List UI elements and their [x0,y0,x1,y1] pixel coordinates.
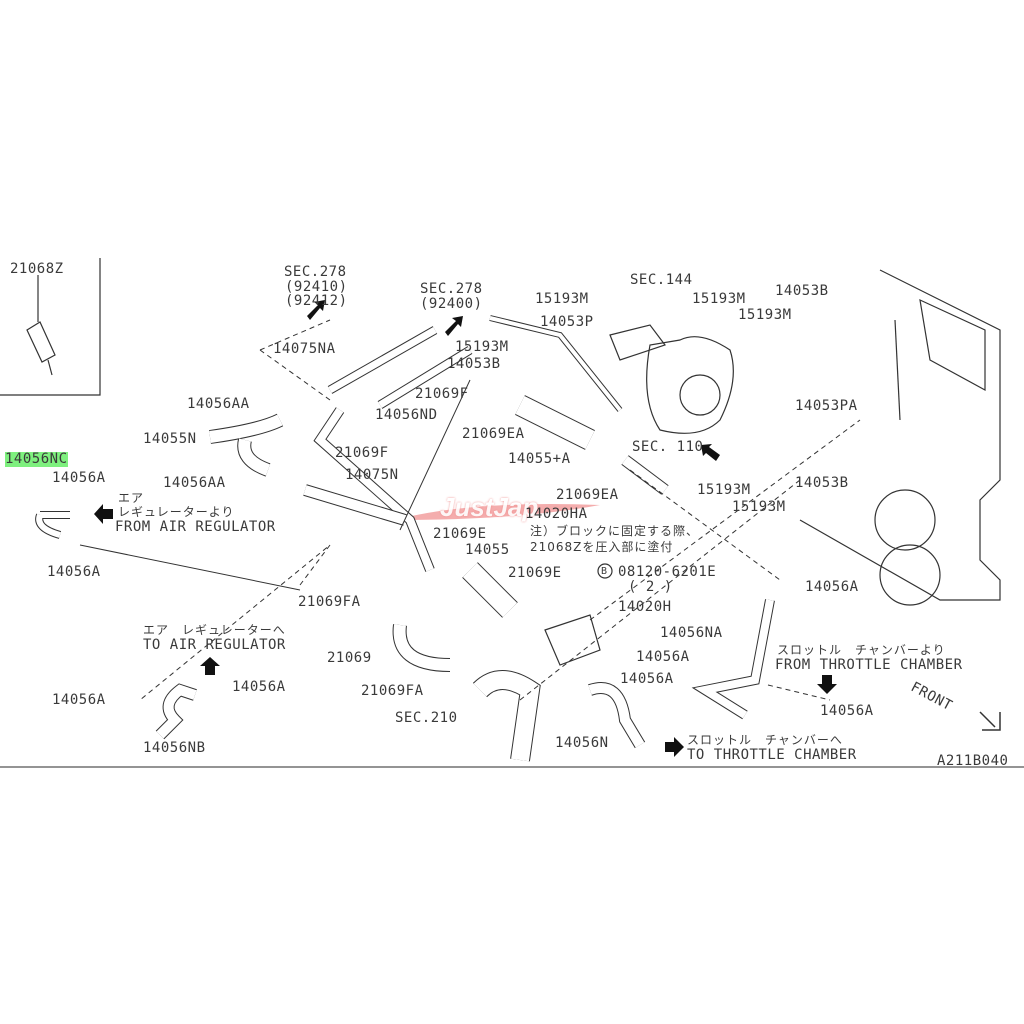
part-label: 21069 [327,650,372,666]
part-label: 14056NB [143,740,206,756]
note-jp: レギュレーターより [118,505,235,519]
leader-lines [79,319,861,701]
note-to-throttle-chamber: TO THROTTLE CHAMBER [687,747,857,763]
part-label: 14056A [636,649,690,665]
arrow-icon [445,316,463,336]
highlighted-part-label: 14056NC [5,451,68,467]
part-label: 14053P [540,314,594,330]
arrow-icon [307,300,325,320]
part-label: 14056N [555,735,609,751]
part-label: 14053B [447,356,501,372]
part-label: 08120-6201E [618,564,717,580]
part-label: 14053B [775,283,829,299]
section-ref: SEC.278 [284,264,347,280]
part-label: 15193M [697,482,751,498]
part-label: 14056A [620,671,674,687]
part-label: 14053PA [795,398,858,414]
part-label: 14020H [618,599,672,615]
bolt-marker-icon [597,563,613,579]
part-label: 14075N [345,467,399,483]
watermark-logo: JustJap [440,492,539,522]
part-label: 21068Z [10,261,64,277]
part-label: 14056A [805,579,859,595]
note-jp: スロットル チャンバーより [777,643,946,657]
arrow-icon [200,657,220,675]
part-label: 15193M [732,499,786,515]
section-ref: (92400) [420,296,483,312]
turbocharger [609,324,734,434]
section-ref: SEC.210 [395,710,458,726]
part-label: 15193M [535,291,589,307]
part-label: 21069FA [361,683,424,699]
part-label: 15193M [692,291,746,307]
section-ref: SEC. 110 [632,439,704,455]
part-label: 14053B [795,475,849,491]
front-arrow-icon [979,711,1001,731]
section-ref: (92410) [285,279,348,295]
part-label: 14056AA [187,396,250,412]
diagram-code: A211B040 [937,753,1009,769]
part-label: 14055 [465,542,510,558]
note-from-air-regulator: FROM AIR REGULATOR [115,519,276,535]
note-jp: エア [118,491,145,505]
part-label: 14055+A [508,451,571,467]
sealant-tube-icon [26,275,56,376]
part-label: 21069E [433,526,487,542]
bolt-marker-label: B [601,566,608,577]
part-label: 21069FA [298,594,361,610]
part-label: 14056NA [660,625,723,641]
note-jp: スロットル チャンバーへ [687,733,843,747]
arrow-icon [817,675,837,694]
arrow-icon [701,444,720,461]
caution-note: 注）ブロックに固定する際、 [530,524,700,538]
part-label: 14056A [52,470,106,486]
watermark-swoosh [395,504,600,520]
part-label: 14056A [47,564,101,580]
note-jp: エア レギュレーターへ [143,623,286,637]
inset-frame [0,258,101,396]
section-ref: SEC.278 [420,281,483,297]
quantity-label: ( 2 ) [628,579,673,595]
part-label: 21069F [415,386,469,402]
note-to-air-regulator: TO AIR REGULATOR [143,637,286,653]
part-label: 15193M [738,307,792,323]
part-label: 21069EA [462,426,525,442]
arrow-icon [94,504,113,524]
caution-note: 21068Zを圧入部に塗付 [530,540,674,554]
part-label: 14020HA [525,506,588,522]
hoses [35,315,775,762]
section-ref: (92412) [285,293,348,309]
arrows [94,300,837,757]
part-label: 21069EA [556,487,619,503]
part-label: 14056A [820,703,874,719]
part-label: 21069E [508,565,562,581]
part-label: 14056AA [163,475,226,491]
part-label: 14056ND [375,407,438,423]
part-label: 14055N [143,431,197,447]
note-from-throttle-chamber: FROM THROTTLE CHAMBER [775,657,963,673]
part-label: 21069F [335,445,389,461]
part-label: 14075NA [273,341,336,357]
part-label: 14056A [232,679,286,695]
arrow-icon [665,737,684,757]
part-label: 14056A [52,692,106,708]
section-ref: SEC.144 [630,272,693,288]
part-label: 15193M [455,339,509,355]
engine-block [799,269,1001,606]
